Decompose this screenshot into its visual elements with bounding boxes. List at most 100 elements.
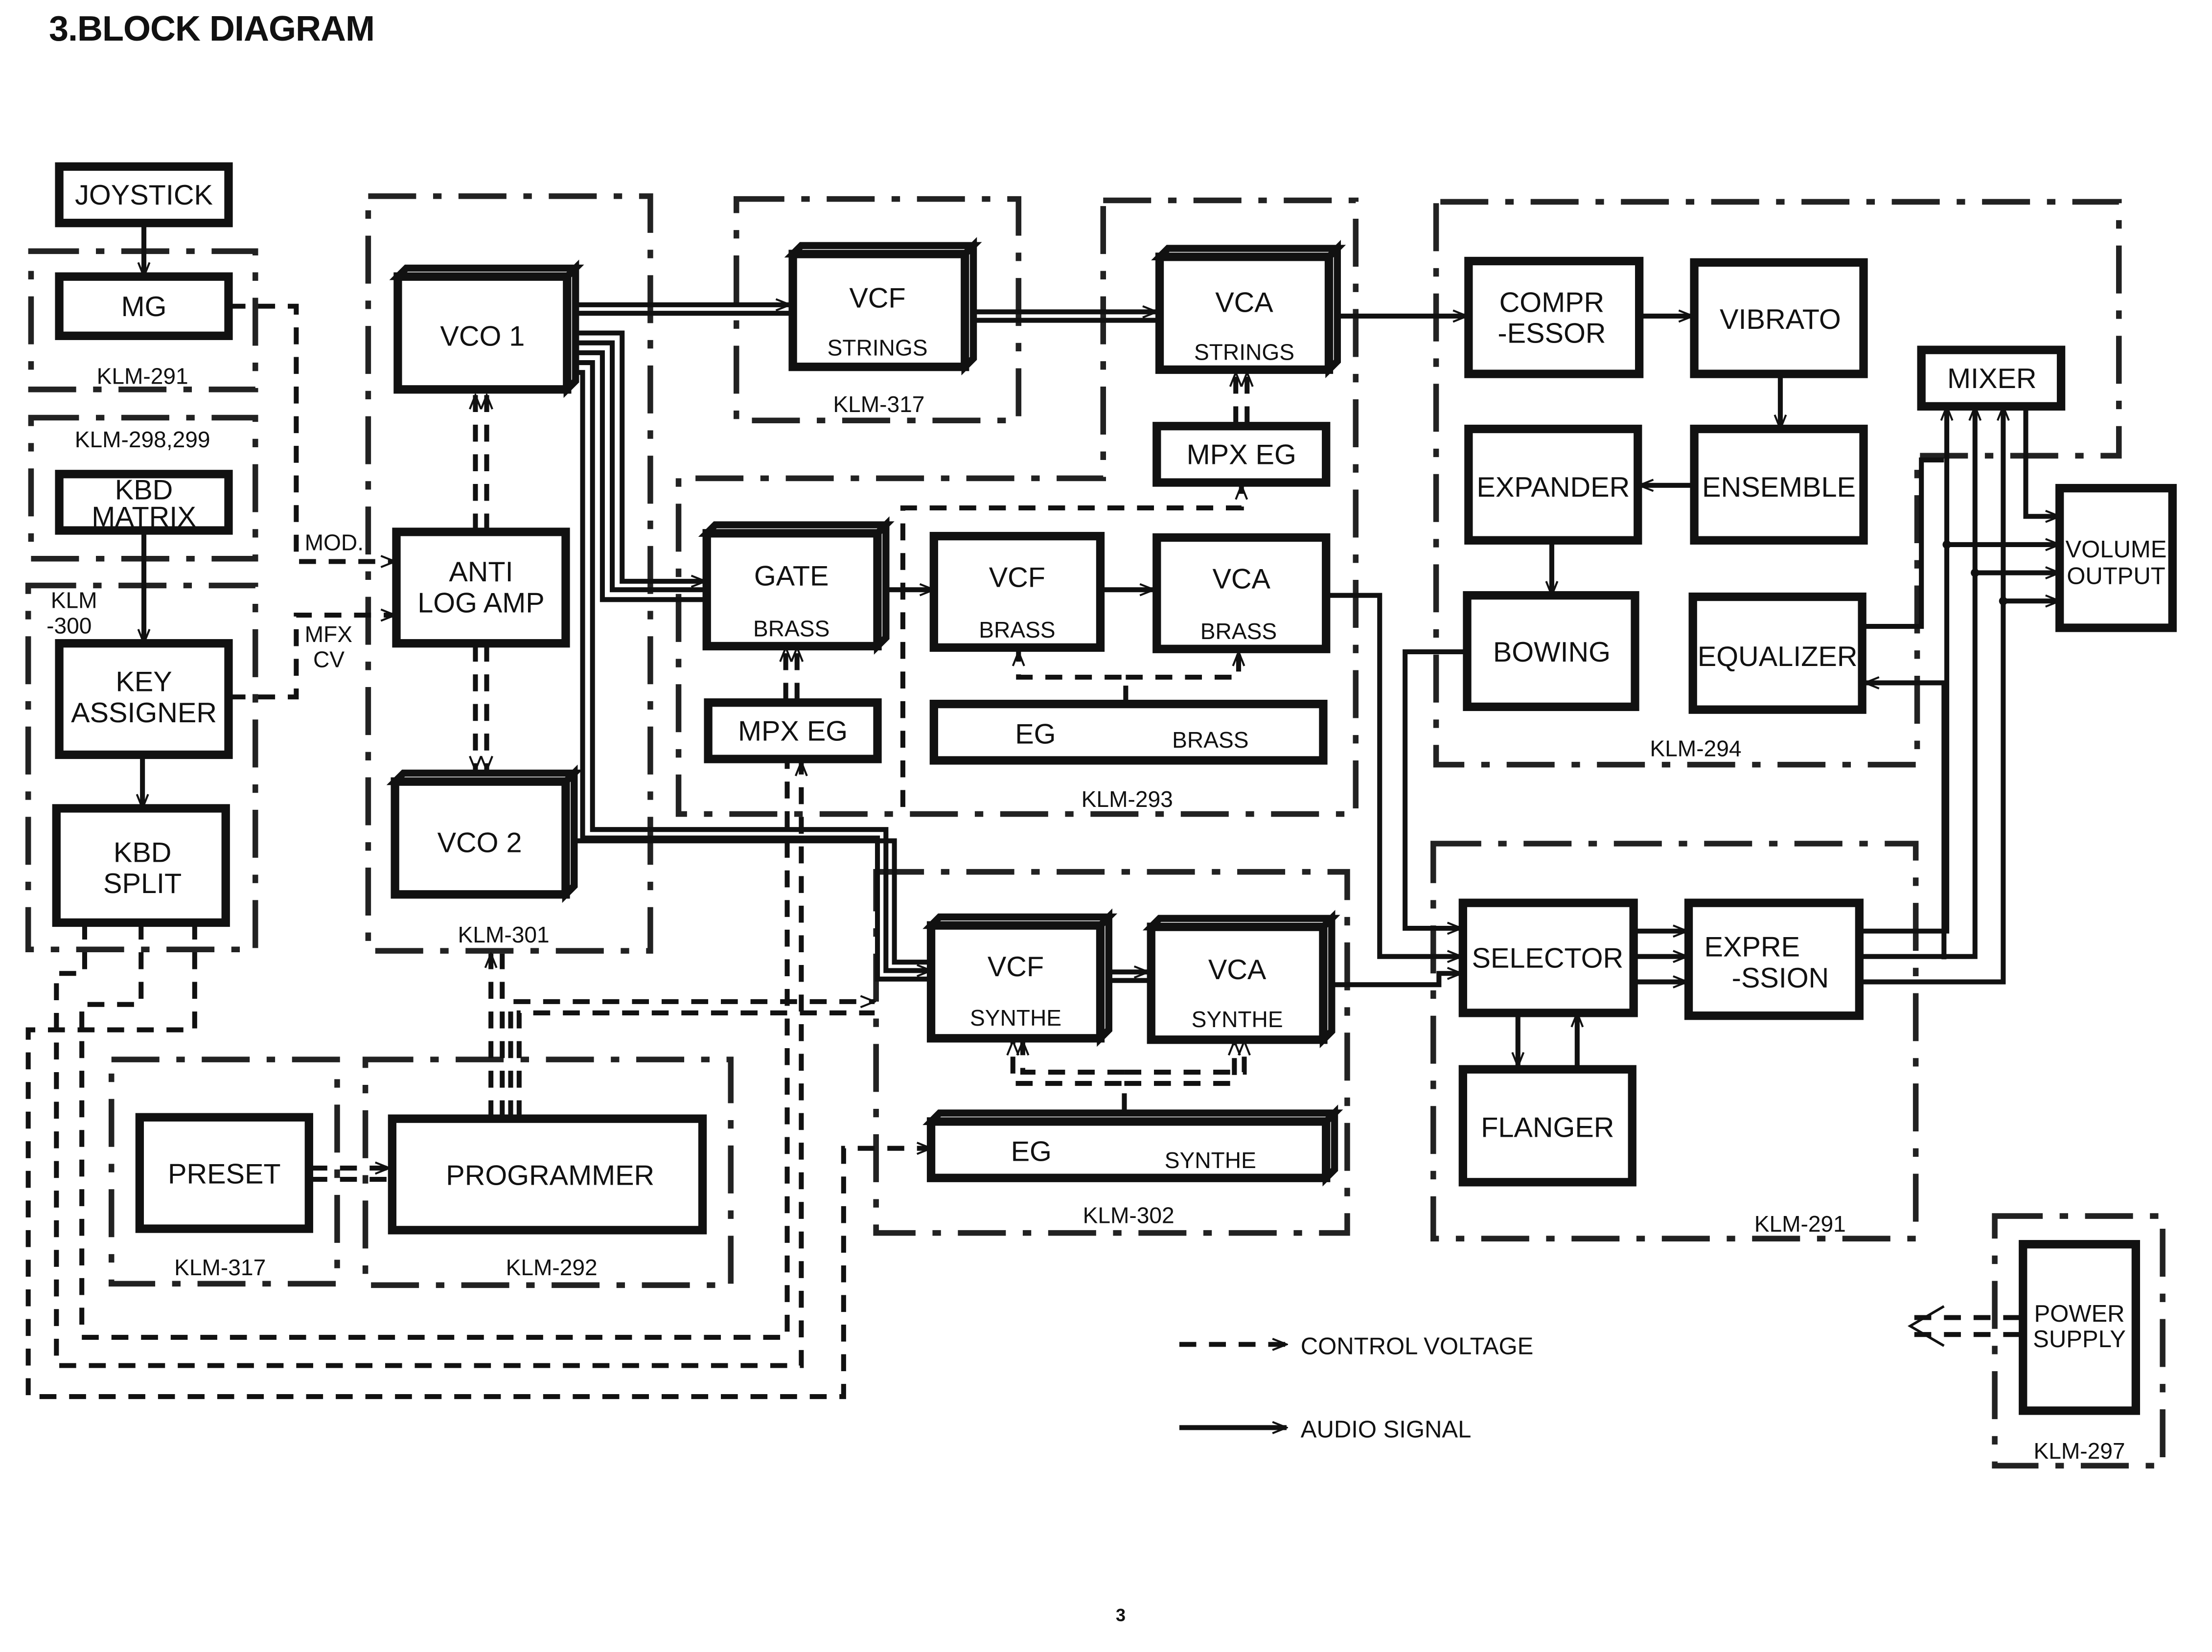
block-vca-brass-line2: BRASS [1200,619,1277,644]
wire-mg-mod [228,303,395,562]
block-flanger [1458,1065,1636,1187]
block-expression [1684,898,1864,1020]
block-vcf-brass-line1: VCF [989,562,1045,593]
wire-expression-mixer-1 [1859,406,1947,934]
block-power-supply-line1: POWER [2034,1301,2124,1327]
block-programmer [388,1114,707,1235]
block-mixer [1917,345,2066,411]
wire-programmer-synthe-a [508,1002,875,1118]
block-vca-strings-line1: VCA [1215,287,1273,318]
wire-to-equalizer [1865,683,1947,960]
wire-expression-mixer-2 [1859,406,1975,959]
wire-vco1-vcf-synthe-b [571,370,931,982]
group-frames [25,193,2166,1469]
junction-1 [1942,540,1951,549]
block-kbd-split-line1: KBD [114,837,172,869]
legend-control-voltage-label: CONTROL VOLTAGE [1301,1333,1534,1360]
block-vca-brass [1152,533,1331,653]
block-gate-brass [702,529,882,651]
group-klm-317-preset [108,1056,340,1287]
group-klm-302 [873,869,1350,1236]
wire-eg-vca-synthe-b [1124,1041,1244,1075]
block-kbd-split-line2: SPLIT [103,868,182,899]
junction-2 [1971,568,1980,577]
wire-vco2-vcf-synthe [570,838,931,965]
block-power-supply [2019,1240,2140,1415]
block-ensemble-label: ENSEMBLE [1702,472,1856,503]
wire-vco1-gate-c [571,350,706,602]
wire-expression-mixer-3 [1859,406,2003,985]
block-compressor-line1: COMPR [1499,287,1605,318]
block-vco2 [391,777,570,899]
label-klm-317-strings: KLM-317 [833,391,924,417]
block-anti-log-amp-line1: ANTI [449,556,513,588]
block-eg-synthe [926,1117,1331,1182]
block-compressor [1464,256,1644,378]
block-vibrato [1690,258,1868,378]
block-bowing-label: BOWING [1493,637,1611,668]
block-gate-brass-line2: BRASS [753,616,830,641]
block-mixer-label: MIXER [1947,363,2037,394]
wire-to-mpx-eg-strings [900,485,1242,807]
junction-3 [1999,597,2008,605]
block-joystick-label: JOYSTICK [75,180,213,211]
wire-vca-synthe-selector [1329,973,1461,987]
group-klm-292 [362,1056,734,1288]
label-klm-300-line2: -300 [46,613,92,639]
wire-split-bus-a [79,761,790,1340]
legend: CONTROL VOLTAGE AUDIO SIGNAL [1179,1333,1533,1443]
block-vcf-strings-line1: VCF [849,283,905,314]
wire-vca-brass-selector [1326,593,1462,957]
block-joystick [55,162,233,228]
group-klm-294 [1433,199,2122,768]
group-klm-301 [365,193,653,954]
block-expression-line1: EXPRE [1705,932,1800,963]
block-vcf-brass-line2: BRASS [979,617,1055,642]
block-volume-output [2055,483,2177,632]
wire-split-eg-synthe [25,922,931,1400]
block-power-supply-line2: SUPPLY [2033,1326,2126,1353]
page-title: 3.BLOCK DIAGRAM [49,9,375,48]
label-klm-297: KLM-297 [2033,1438,2125,1464]
block-vcf-synthe-line2: SYNTHE [970,1005,1061,1031]
group-klm-297 [1992,1213,2166,1469]
block-key-assigner-line2: ASSIGNER [71,697,217,729]
group-klm-293 [675,197,1359,817]
block-kbd-matrix [55,470,233,535]
block-selector [1458,898,1638,1017]
block-vca-strings-line2: STRINGS [1194,339,1294,365]
block-vcf-synthe [926,921,1105,1043]
label-mod: MOD. [305,529,364,555]
label-klm-293: KLM-293 [1082,786,1173,812]
block-ensemble [1690,424,1868,545]
label-klm-298-299: KLM-298,299 [75,427,210,452]
block-vcf-brass [929,531,1105,652]
block-vcf-strings-line2: STRINGS [828,335,928,361]
wire-vco1-gate-b [571,340,706,593]
label-klm-302: KLM-302 [1083,1202,1175,1228]
block-vco1-label: VCO 1 [440,321,525,352]
wire-eg-vca-brass [1126,652,1239,680]
block-vca-strings [1155,252,1334,374]
block-mg [55,272,233,340]
block-mpx-eg-strings [1152,422,1331,487]
block-key-assigner-line1: KEY [115,666,172,698]
block-mpx-eg-brass [704,698,882,763]
wire-mfx-cv [228,615,395,700]
label-klm-294: KLM-294 [1650,735,1741,761]
block-vca-synthe-line2: SYNTHE [1192,1007,1283,1032]
label-klm-291-output: KLM-291 [1754,1211,1846,1237]
legend-audio-signal-label: AUDIO SIGNAL [1301,1417,1472,1443]
label-klm-292: KLM-292 [506,1255,598,1280]
group-klm-291-output [1430,841,1919,1241]
block-kbd-matrix-line2: MATRIX [92,501,196,532]
label-mfx: MFX [305,621,352,647]
label-klm-317-preset: KLM-317 [174,1255,266,1280]
wire-eg-vcf-brass [1018,652,1129,703]
block-vca-synthe [1147,922,1328,1044]
wiring [25,223,2060,1400]
block-programmer-label: PROGRAMMER [446,1160,654,1192]
block-selector-label: SELECTOR [1472,943,1623,974]
block-vibrato-label: VIBRATO [1720,304,1841,335]
